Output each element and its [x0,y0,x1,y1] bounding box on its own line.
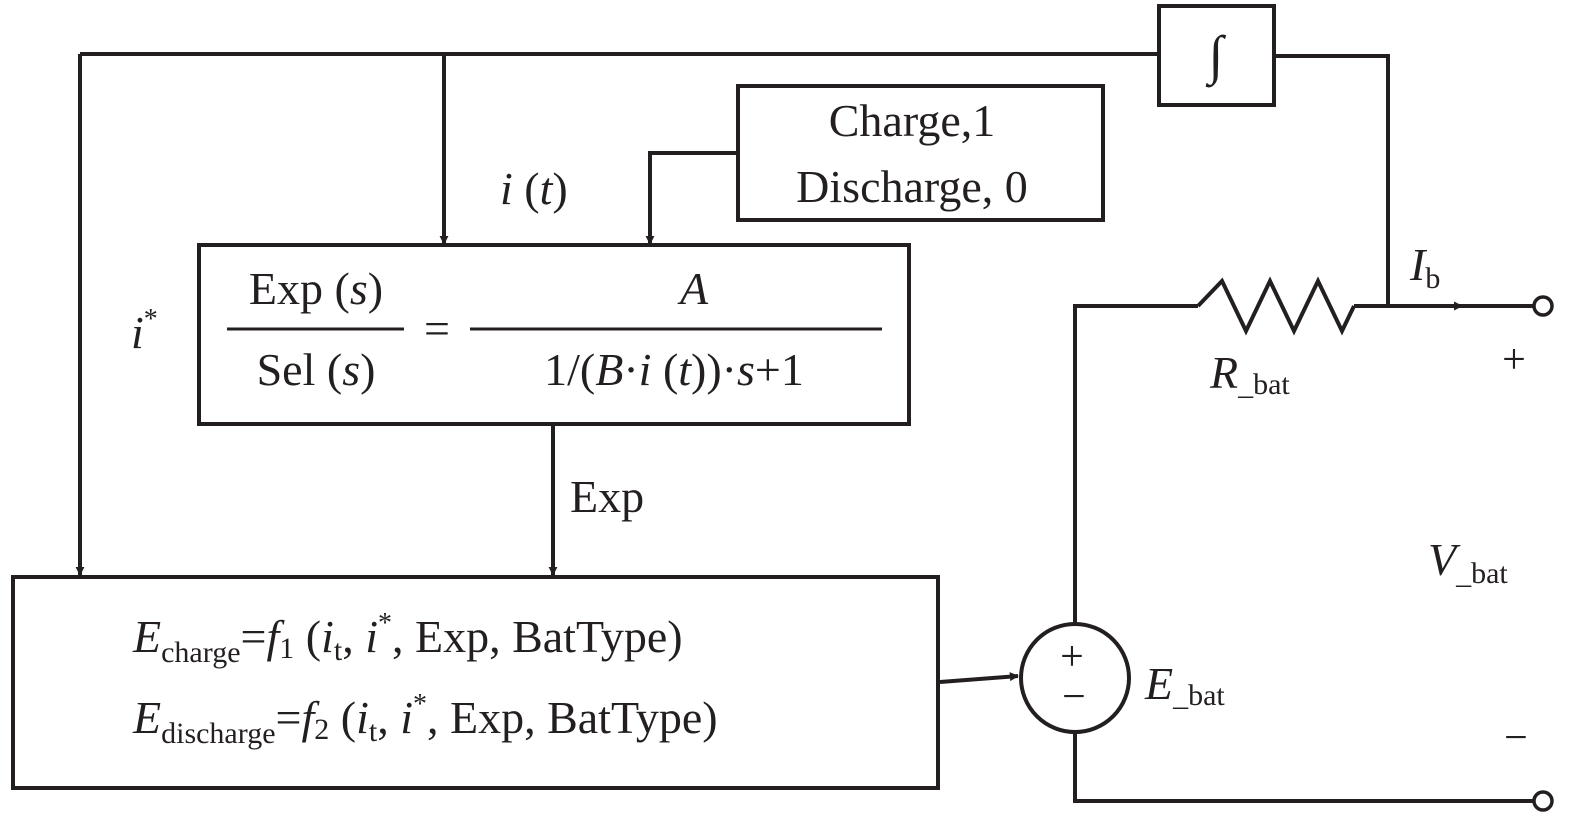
resistor-label: R_bat [1209,347,1290,401]
exp-signal-label: Exp [570,471,644,522]
mode-wire [645,151,738,245]
rhs-denominator: 1/(B·i (t))·s+1 [544,344,804,395]
integrator-input-wire [1275,54,1390,306]
circuit-left-wire [1073,304,1198,624]
integrator-symbol: ∫ [1206,25,1227,88]
lhs-denominator: Sel (s) [257,344,376,395]
transfer-function-block [197,243,911,426]
mode-block [736,84,1105,222]
lhs-numerator: Exp (s) [249,263,383,314]
mode-charge-label: Charge,1 [829,95,996,146]
equation-block [11,575,940,790]
minus-terminal-label: − [1504,715,1528,761]
e-charge-equation: Echarge=f1 (it, i*, Exp, BatType) [132,608,683,669]
current-b-label: Ib [1409,239,1440,295]
source-label: E_bat [1144,658,1225,712]
source-plus-sign: + [1060,634,1084,680]
rhs-numerator: A [677,263,709,314]
equals-sign: = [424,303,450,354]
e-to-source-wire [939,672,1019,684]
positive-terminal [1532,295,1554,317]
integrator-block [1157,4,1276,107]
current-t-label: i (t) [500,163,568,214]
i-star-label: i* [131,304,158,358]
circuit-bottom-wire [1073,732,1533,803]
source-minus-sign: − [1062,674,1086,720]
mode-discharge-label: Discharge, 0 [796,161,1028,212]
voltage-source [1019,622,1131,734]
resistor-zigzag [1196,276,1356,336]
plus-terminal-label: + [1502,337,1526,383]
negative-terminal [1532,790,1554,812]
e-discharge-equation: Edischarge=f2 (it, i*, Exp, BatType) [132,689,718,750]
voltage-label: V_bat [1428,534,1508,590]
